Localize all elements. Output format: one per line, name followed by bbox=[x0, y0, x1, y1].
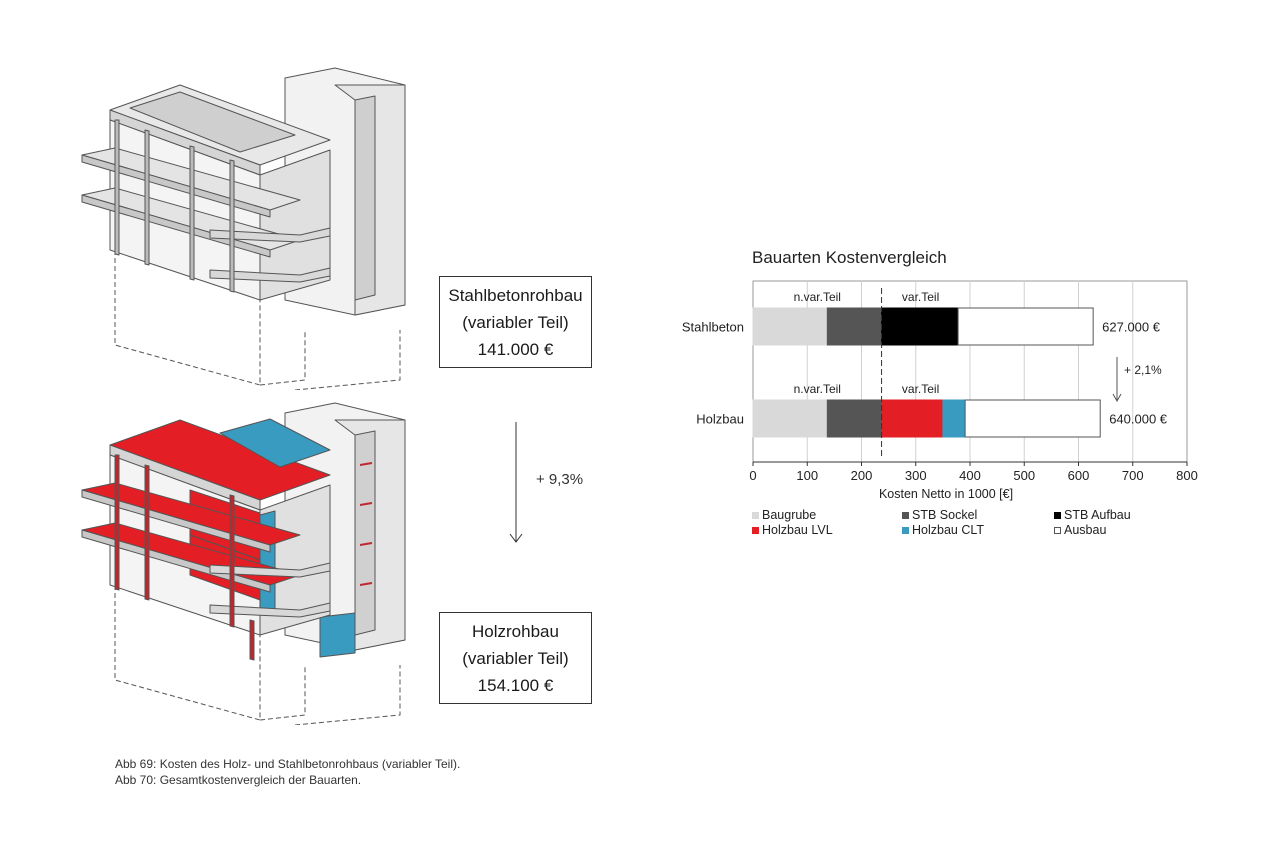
x-tick-label: 400 bbox=[959, 468, 981, 483]
timber-box-title: Holzrohbau bbox=[472, 621, 559, 641]
timber-building-illustration bbox=[81, 402, 406, 725]
timber-box-subtitle: (variabler Teil) bbox=[462, 648, 569, 668]
legend-swatch-holzbau_clt bbox=[902, 526, 909, 534]
segment-label-var: var.Teil bbox=[902, 290, 939, 304]
legend-item-holzbau_clt: Holzbau CLT bbox=[902, 523, 1054, 537]
segment-label-var: var.Teil bbox=[902, 382, 939, 396]
caption-abb-70: Abb 70: Gesamtkostenvergleich der Bauart… bbox=[115, 773, 362, 787]
category-label: Holzbau bbox=[696, 412, 744, 427]
bar-segment-stb_sockel bbox=[826, 399, 883, 438]
change-label: + 2,1% bbox=[1124, 363, 1162, 377]
change-arrow-head bbox=[1112, 393, 1122, 403]
total-value-label: 640.000 € bbox=[1109, 412, 1168, 427]
x-tick-label: 300 bbox=[905, 468, 927, 483]
x-tick-label: 0 bbox=[749, 468, 756, 483]
timber-cost-box: Holzrohbau (variabler Teil) 154.100 € bbox=[439, 612, 592, 704]
legend-swatch-stb_sockel bbox=[902, 511, 909, 519]
steel-box-title: Stahlbetonrohbau bbox=[448, 285, 583, 305]
timber-box-value: 154.100 € bbox=[477, 675, 554, 695]
x-tick-label: 600 bbox=[1068, 468, 1090, 483]
figure-captions: Abb 69: Kosten des Holz- und Stahlbetonr… bbox=[115, 756, 460, 788]
legend-label: Baugrube bbox=[762, 508, 817, 522]
legend-item-holzbau_lvl: Holzbau LVL bbox=[752, 523, 902, 537]
legend-swatch-stb_aufbau bbox=[1054, 511, 1061, 519]
bar-segment-baugrube bbox=[752, 399, 828, 438]
legend-item-stb_aufbau: STB Aufbau bbox=[1054, 508, 1192, 522]
steel-box-subtitle: (variabler Teil) bbox=[462, 312, 569, 332]
legend-label: Holzbau CLT bbox=[912, 523, 985, 537]
legend-swatch-ausbau bbox=[1054, 526, 1061, 534]
segment-label-nvar: n.var.Teil bbox=[794, 290, 841, 304]
chart-title: Bauarten Kostenvergleich bbox=[752, 248, 947, 267]
total-value-label: 627.000 € bbox=[1102, 320, 1161, 335]
bar-segment-stb_sockel bbox=[826, 307, 883, 346]
legend-label: STB Aufbau bbox=[1064, 508, 1131, 522]
between-change-label: + 9,3% bbox=[536, 471, 584, 488]
steel-building-illustration bbox=[81, 67, 406, 390]
x-tick-label: 100 bbox=[796, 468, 818, 483]
bar-segment-stb_aufbau bbox=[881, 307, 959, 346]
bar-segment-holzbau_clt bbox=[942, 399, 966, 438]
bar-segment-ausbau bbox=[964, 399, 1101, 438]
caption-abb-69: Abb 69: Kosten des Holz- und Stahlbetonr… bbox=[115, 757, 461, 771]
x-axis-label: Kosten Netto in 1000 [€] bbox=[879, 487, 1013, 501]
x-tick-label: 200 bbox=[851, 468, 873, 483]
x-tick-label: 500 bbox=[1013, 468, 1035, 483]
segment-label-nvar: n.var.Teil bbox=[794, 382, 841, 396]
legend-label: Holzbau LVL bbox=[762, 523, 833, 537]
legend-swatch-holzbau_lvl bbox=[752, 526, 759, 534]
steel-cost-box: Stahlbetonrohbau (variabler Teil) 141.00… bbox=[439, 276, 592, 368]
legend-item-ausbau: Ausbau bbox=[1054, 523, 1192, 537]
x-tick-label: 800 bbox=[1176, 468, 1198, 483]
legend-item-baugrube: Baugrube bbox=[752, 508, 902, 522]
steel-box-value: 141.000 € bbox=[477, 339, 554, 359]
legend-label: STB Sockel bbox=[912, 508, 978, 522]
down-arrow-icon bbox=[509, 422, 523, 543]
bar-segment-holzbau_lvl bbox=[881, 399, 944, 438]
x-tick-label: 700 bbox=[1122, 468, 1144, 483]
legend-swatch-baugrube bbox=[752, 511, 759, 519]
bar-segment-baugrube bbox=[752, 307, 828, 346]
legend-label: Ausbau bbox=[1064, 523, 1107, 537]
category-label: Stahlbeton bbox=[682, 320, 744, 335]
bar-segment-ausbau bbox=[957, 307, 1094, 346]
legend-item-stb_sockel: STB Sockel bbox=[902, 508, 1054, 522]
